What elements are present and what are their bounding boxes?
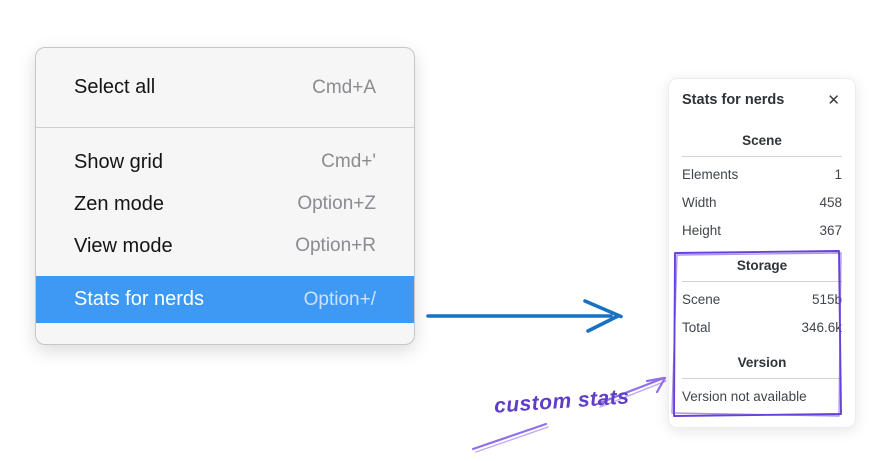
menu-item-view-mode[interactable]: View mode Option+R [36,225,414,267]
stat-value: 1 [834,167,842,182]
custom-stats-underline [471,422,549,453]
menu-item-shortcut: Option+R [295,235,376,256]
stat-label: Total [682,320,711,335]
section-header-version: Version [737,355,787,370]
stat-row-width: Width 458 [682,193,842,212]
menu-divider [36,127,414,128]
stat-label: Scene [682,292,721,307]
custom-stats-label: custom stats [493,385,631,418]
menu-item-shortcut: Cmd+' [321,151,376,172]
stat-row-total-storage: Total 346.6k [682,318,842,337]
stat-value: 515b [811,292,842,307]
menu-item-stats-for-nerds[interactable]: Stats for nerds Option+/ [36,276,414,323]
stats-panel-header: Stats for nerds ✕ [682,90,842,110]
section-divider [682,156,842,157]
stat-value: 458 [819,195,842,210]
stat-value: 346.6k [801,320,842,335]
section-divider [682,378,842,379]
stats-panel: Stats for nerds ✕ Scene Elements 1 Width… [668,78,856,428]
close-icon[interactable]: ✕ [827,91,840,109]
menu-group: Show grid Cmd+' Zen mode Option+Z View m… [36,128,414,323]
menu-item-select-all[interactable]: Select all Cmd+A [36,48,414,127]
menu-item-shortcut: Option+Z [297,193,376,214]
stat-row-height: Height 367 [682,221,842,240]
stat-label: Width [682,195,717,210]
stat-value: 367 [819,223,842,238]
stat-label: Elements [682,167,739,182]
menu-item-label: Stats for nerds [74,288,205,310]
section-header-scene: Scene [742,133,782,148]
menu-item-label: Show grid [74,150,163,173]
pointer-arrow [426,299,623,333]
menu-item-zen-mode[interactable]: Zen mode Option+Z [36,183,414,225]
menu-item-shortcut: Cmd+A [312,76,376,98]
menu-item-label: Zen mode [74,192,165,215]
stats-panel-title: Stats for nerds [682,92,785,108]
version-note: Version not available [682,389,807,404]
section-header-storage: Storage [736,258,788,273]
menu-item-label: Select all [74,76,156,98]
menu-item-shortcut: Option+/ [303,288,376,310]
section-divider [682,281,842,282]
context-menu: Select all Cmd+A Show grid Cmd+' Zen mod… [35,47,415,345]
stat-row-scene-storage: Scene 515b [682,290,842,309]
stat-label: Height [682,223,722,238]
menu-item-show-grid[interactable]: Show grid Cmd+' [36,141,414,183]
stat-row-elements: Elements 1 [682,165,842,184]
menu-item-label: View mode [74,234,173,257]
